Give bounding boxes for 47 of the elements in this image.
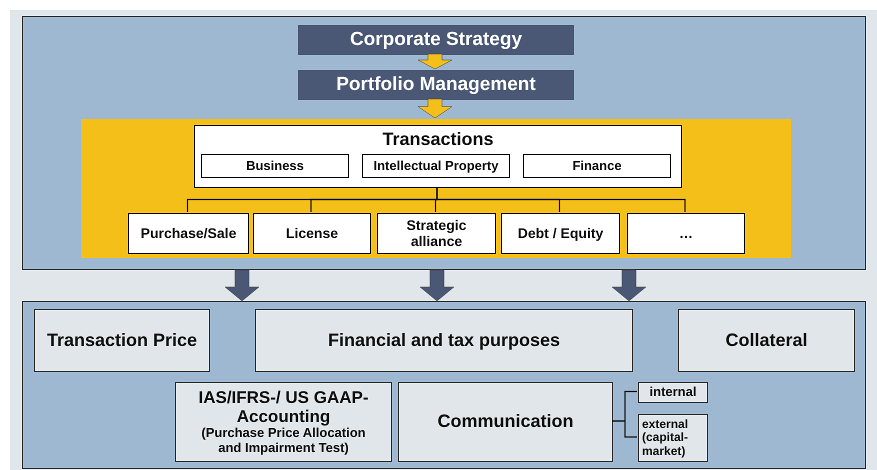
process-box [128,213,249,254]
process-box [201,154,349,178]
box-label: Transaction Price [46,330,198,350]
box-label: … [679,226,693,242]
box-label: IAS/IFRS-/ US GAAP- Accounting [197,389,370,426]
box-label: Communication [437,412,574,432]
block-arrow [418,54,452,70]
box-label: Intellectual Property [374,158,498,174]
box-subtitle: (Purchase Price Allocation and Impairment Test) [200,426,367,455]
process-box [627,213,745,254]
box-label: internal [650,385,696,400]
category-band [81,119,791,258]
process-box [501,213,620,254]
process-box [398,382,613,462]
process-box [523,154,671,178]
box-label: Finance [572,158,622,174]
block-arrow [418,98,452,118]
box-label: Transactions [382,130,494,150]
process-box [362,154,510,178]
panel-background [22,301,866,469]
box-label: Debt / Equity [518,226,604,242]
process-box [194,125,682,188]
box-label: external (capital-market) [642,418,690,458]
process-box [255,309,633,372]
process-box [377,213,496,254]
process-box [298,25,574,55]
box-label: Strategic alliance [406,218,468,249]
process-box [638,414,708,462]
box-label: Business [246,158,304,174]
process-box [678,309,855,372]
block-arrow [612,270,646,302]
box-label: Financial and tax purposes [328,330,560,350]
connector-line [436,187,686,212]
box-label: License [286,226,338,242]
process-box [34,309,210,372]
process-box [298,70,574,100]
process-box [638,382,708,403]
block-arrow [224,270,260,302]
box-label: Corporate Strategy [350,30,522,50]
process-box [175,382,392,462]
box-label: Portfolio Management [336,74,536,96]
block-arrow [420,270,454,302]
box-label: Purchase/Sale [140,226,236,242]
connector-line [612,420,637,438]
process-box [253,213,371,254]
box-label: Collateral [725,330,808,350]
panel-background [22,16,866,270]
